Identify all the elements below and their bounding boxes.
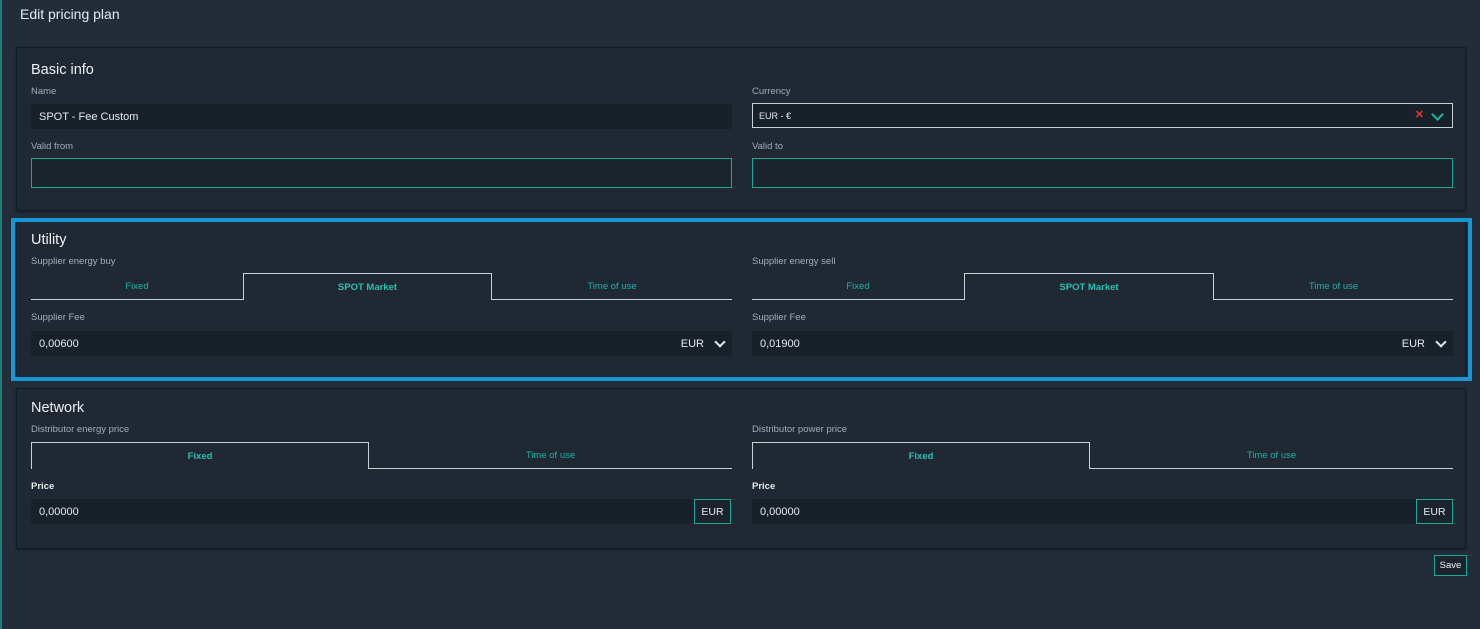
- distributor-energy-label: Distributor energy price: [31, 424, 130, 435]
- page-title: Edit pricing plan: [20, 6, 120, 22]
- energy-price-unit: EUR: [694, 499, 731, 524]
- supplier-sell-fee-value: 0,01900: [760, 337, 800, 350]
- distributor-power-label: Distributor power price: [752, 424, 848, 435]
- valid-to-input[interactable]: [752, 158, 1453, 188]
- distributor-energy-tabs: Fixed Time of use: [31, 442, 732, 469]
- currency-select[interactable]: EUR - € ✕: [752, 103, 1453, 128]
- valid-from-label: Valid from: [31, 141, 74, 152]
- left-accent-bar: [0, 0, 2, 629]
- supplier-sell-unit-select[interactable]: EUR: [1401, 331, 1447, 356]
- utility-card: Utility Supplier energy buy Fixed SPOT M…: [16, 220, 1466, 378]
- supplier-buy-label: Supplier energy buy: [31, 256, 116, 267]
- network-card: Network Distributor energy price Fixed T…: [16, 388, 1466, 549]
- supplier-sell-fee-label: Supplier Fee: [752, 312, 806, 323]
- energy-price-input[interactable]: 0,00000: [31, 499, 694, 524]
- supplier-sell-unit: EUR: [1401, 337, 1425, 350]
- chevron-down-icon: [714, 335, 726, 348]
- power-price-input[interactable]: 0,00000: [752, 499, 1416, 524]
- currency-label: Currency: [752, 86, 791, 97]
- distributor-power-tabs: Fixed Time of use: [752, 442, 1453, 469]
- supplier-buy-unit-select[interactable]: EUR: [680, 331, 726, 356]
- chevron-down-icon[interactable]: [1431, 108, 1444, 121]
- supplier-buy-tabs: Fixed SPOT Market Time of use: [31, 273, 732, 300]
- tab-sell-spot-market[interactable]: SPOT Market: [964, 273, 1214, 300]
- valid-to-label: Valid to: [752, 141, 783, 152]
- clear-icon[interactable]: ✕: [1414, 109, 1424, 121]
- basic-info-title: Basic info: [31, 62, 94, 78]
- chevron-down-icon: [1435, 335, 1447, 348]
- currency-value: EUR - €: [759, 110, 792, 121]
- tab-energy-fixed[interactable]: Fixed: [31, 442, 369, 469]
- tab-buy-spot-market[interactable]: SPOT Market: [243, 273, 492, 300]
- tab-energy-time-of-use[interactable]: Time of use: [525, 450, 576, 461]
- supplier-sell-label: Supplier energy sell: [752, 256, 836, 267]
- valid-from-input[interactable]: [31, 158, 732, 188]
- tab-power-fixed[interactable]: Fixed: [752, 442, 1090, 469]
- supplier-sell-tabs: Fixed SPOT Market Time of use: [752, 273, 1453, 300]
- power-price-label: Price: [752, 481, 776, 492]
- utility-title: Utility: [31, 232, 67, 248]
- supplier-buy-unit: EUR: [680, 337, 704, 350]
- tab-buy-time-of-use[interactable]: Time of use: [587, 281, 637, 292]
- tab-buy-fixed[interactable]: Fixed: [125, 281, 149, 292]
- supplier-buy-fee-input[interactable]: 0,00600 EUR: [31, 331, 732, 356]
- energy-price-label: Price: [31, 481, 55, 492]
- basic-info-card: Basic info Name SPOT - Fee Custom Curren…: [16, 47, 1466, 211]
- supplier-sell-fee-input[interactable]: 0,01900 EUR: [752, 331, 1453, 356]
- tab-sell-time-of-use[interactable]: Time of use: [1308, 281, 1359, 292]
- name-input[interactable]: SPOT - Fee Custom: [31, 104, 732, 129]
- name-label: Name: [31, 86, 57, 97]
- supplier-buy-fee-value: 0,00600: [39, 337, 79, 350]
- tab-sell-fixed[interactable]: Fixed: [846, 281, 870, 292]
- supplier-buy-fee-label: Supplier Fee: [31, 312, 85, 323]
- tab-power-time-of-use[interactable]: Time of use: [1246, 450, 1297, 461]
- save-button[interactable]: Save: [1434, 555, 1467, 576]
- power-price-unit: EUR: [1416, 499, 1453, 524]
- network-title: Network: [31, 400, 85, 416]
